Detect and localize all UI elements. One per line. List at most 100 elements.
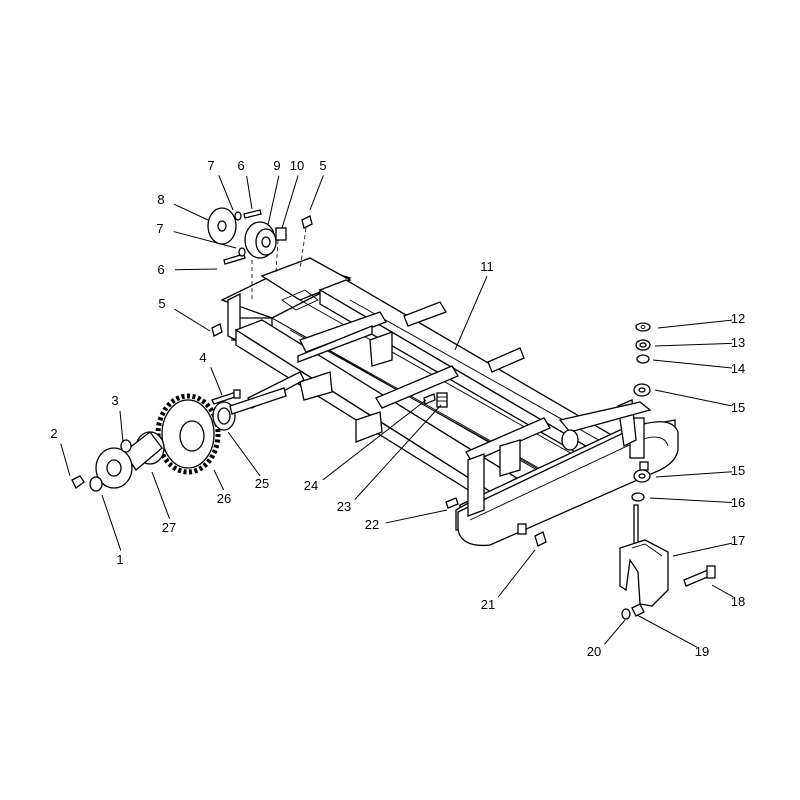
callout-20: 20 [587,619,626,659]
callout-number: 18 [731,594,745,609]
leader-line [151,471,170,519]
callout-1: 1 [101,494,124,567]
callout-number: 6 [237,158,244,173]
callout-number: 27 [162,520,176,535]
callout-number: 15 [731,400,745,415]
callout-number: 6 [157,262,164,277]
callout-number: 23 [337,499,351,514]
callout-25: 25 [227,431,269,491]
bolt-24 [423,393,436,405]
bolt-6a [243,209,262,219]
small-parts [423,392,547,547]
leader-line [654,389,733,407]
callout-number: 21 [481,597,495,612]
washer-14 [636,354,650,364]
callout-number: 1 [116,552,123,567]
pulley-8 [207,207,237,245]
callout-23: 23 [337,404,442,514]
bearing [212,401,236,431]
leader-line [174,268,218,271]
callout-number: 3 [111,393,118,408]
leader-line [497,549,536,598]
pulley-9 [244,221,277,259]
callout-17: 17 [672,533,745,557]
callout-22: 22 [365,509,448,532]
leader-line [649,497,733,503]
caster-assembly [619,322,716,620]
callout-number: 2 [50,426,57,441]
leader-line [173,203,209,221]
callout-2: 2 [50,426,71,477]
idler-pulleys [207,207,313,337]
leader-line [654,342,733,347]
leader-line [652,359,733,369]
caster-fork [619,504,669,607]
leader-line [246,175,253,210]
leader-line [354,404,442,500]
callout-number: 14 [731,361,745,376]
leader-line [454,275,488,351]
bolt-22 [445,497,459,509]
spacer-10 [275,227,287,241]
callout-number: 20 [587,644,601,659]
callout-7b: 7 [156,221,237,249]
leader-line [672,542,733,557]
bearing-13 [635,339,651,351]
callout-6a: 6 [237,158,253,210]
washer-7b [238,247,246,257]
washer-7a [234,211,242,221]
cap [89,476,103,492]
callout-number: 15 [731,463,745,478]
spring-23 [436,392,448,408]
callout-number: 19 [695,644,709,659]
callout-7a: 7 [207,158,234,211]
axle-bolt-18 [683,565,716,587]
callout-11: 11 [454,259,494,351]
washer-12 [635,322,651,332]
callout-5a: 5 [158,296,211,332]
callout-12: 12 [657,311,745,329]
callout-14: 14 [652,359,745,376]
nut-5a [211,323,223,337]
leader-line [210,367,223,396]
callout-19: 19 [636,614,709,659]
bolt-6b [223,253,246,265]
leader-line [309,175,324,211]
leader-line [655,471,733,478]
callout-21: 21 [481,549,536,612]
main-frame [220,257,679,547]
wheel-hub-assembly [71,387,287,492]
callout-number: 4 [199,350,206,365]
callout-number: 9 [273,158,280,173]
hub [95,431,165,489]
leader-line [604,619,626,645]
callout-number: 7 [207,158,214,173]
callout-9: 9 [267,158,281,226]
callout-number: 10 [290,158,304,173]
leader-line [657,319,733,329]
callout-16: 16 [649,495,745,510]
nut-19 [631,603,645,617]
callout-number: 11 [480,259,494,274]
sprocket [155,393,221,475]
callout-27: 27 [151,471,176,535]
bearing-15a [633,383,651,397]
washer-16 [631,492,645,502]
leader-line [636,614,698,648]
leader-line [218,175,234,211]
callout-24: 24 [304,399,427,493]
washer-20 [621,608,631,620]
nut-5b [301,215,313,229]
callout-number: 17 [731,533,745,548]
leader-line [711,584,734,598]
callout-number: 24 [304,478,318,493]
callout-15a: 15 [654,389,745,415]
callout-number: 12 [731,311,745,326]
callout-number: 5 [319,158,326,173]
callout-3: 3 [111,393,124,443]
callout-5b: 5 [309,158,327,211]
callout-number: 8 [157,192,164,207]
